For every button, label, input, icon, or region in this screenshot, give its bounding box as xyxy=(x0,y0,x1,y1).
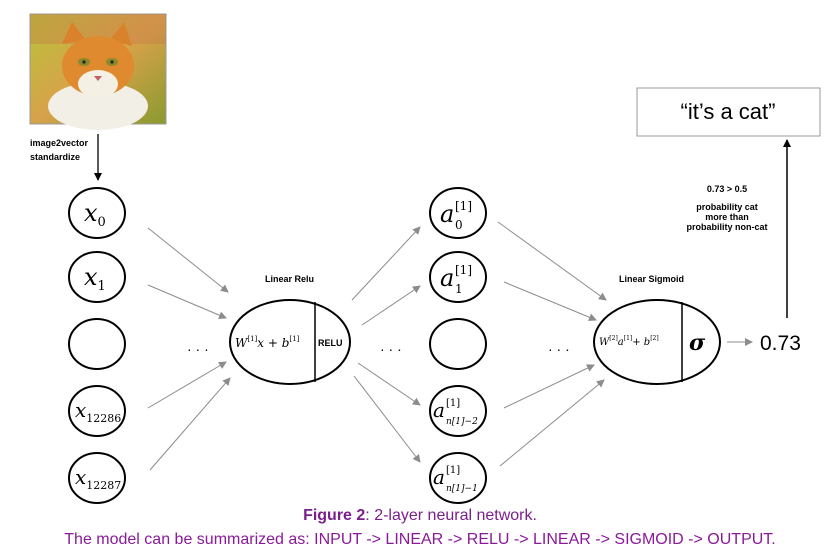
cat-photo xyxy=(29,13,167,130)
network-diagram: image2vector standardize x0 x1 x12286 x1… xyxy=(29,13,821,504)
svg-text:x12287: x12287 xyxy=(75,465,121,492)
standardize-label: standardize xyxy=(30,152,80,162)
svg-text:a: a xyxy=(440,200,454,228)
svg-text:1: 1 xyxy=(455,282,463,296)
svg-text:n[1]−2: n[1]−2 xyxy=(446,417,478,427)
output-value: 0.73 xyxy=(760,332,801,355)
hidden-node-0: a [1] 0 xyxy=(429,187,487,239)
layer1-node: W[1]x + b[1] RELU xyxy=(229,299,351,385)
hidden-node-1: a [1] 1 xyxy=(429,251,487,303)
input-node-12287: x12287 xyxy=(68,452,126,504)
svg-text:a: a xyxy=(433,398,445,422)
svg-text:[1]: [1] xyxy=(446,398,460,409)
figure-label: Figure 2 xyxy=(303,507,366,524)
dots-hidden-left: · · · xyxy=(380,341,402,357)
svg-text:x1: x1 xyxy=(84,263,106,294)
svg-text:0: 0 xyxy=(455,218,463,232)
svg-text:[1]: [1] xyxy=(455,263,472,277)
layer1-title: Linear Relu xyxy=(265,274,314,284)
figure-text: : 2-layer neural network. xyxy=(365,507,537,524)
image2vector-label: image2vector xyxy=(30,138,89,148)
dots-input: · · · xyxy=(187,341,209,357)
svg-text:x12286: x12286 xyxy=(75,398,121,425)
sigma-symbol: σ xyxy=(689,330,706,356)
hidden-node-empty xyxy=(429,318,487,370)
result-box: “it’s a cat” xyxy=(636,87,821,137)
layer2-node: W[2]a[1]+ b[2] σ xyxy=(593,299,721,385)
svg-text:0.73 > 0.5: 0.73 > 0.5 xyxy=(707,184,747,194)
svg-text:n[1]−1: n[1]−1 xyxy=(446,484,478,494)
layer1-formula: W[1]x + b[1] xyxy=(235,335,300,350)
svg-text:probability cat: probability cat xyxy=(696,202,758,212)
dots-hidden-right: · · · xyxy=(548,341,570,357)
svg-text:[1]: [1] xyxy=(455,199,472,213)
svg-text:probability non-cat: probability non-cat xyxy=(687,222,768,232)
svg-text:x0: x0 xyxy=(84,199,106,230)
hidden-node-n-2: a [1] n[1]−2 xyxy=(429,385,487,437)
hidden-node-n-1: a [1] n[1]−1 xyxy=(429,452,487,504)
hidden-arrows xyxy=(497,221,607,467)
svg-text:[1]: [1] xyxy=(446,465,460,476)
svg-text:a: a xyxy=(433,465,445,489)
input-arrows xyxy=(147,227,231,471)
figure-caption: Figure 2: 2-layer neural network. xyxy=(0,507,840,525)
input-node-12286: x12286 xyxy=(68,385,126,437)
summary-caption: The model can be summarized as: INPUT ->… xyxy=(64,531,776,548)
svg-text:more than: more than xyxy=(705,212,749,222)
svg-text:a: a xyxy=(440,264,454,292)
layer2-title: Linear Sigmoid xyxy=(619,274,684,284)
input-node-1: x1 xyxy=(68,251,126,303)
result-label: “it’s a cat” xyxy=(681,99,776,124)
layer1-activation: RELU xyxy=(318,338,343,348)
input-node-0: x0 xyxy=(68,187,126,239)
decision-text: 0.73 > 0.5 probability cat more than pro… xyxy=(687,184,768,232)
input-node-empty xyxy=(68,318,126,370)
layer1-arrows xyxy=(351,226,421,463)
layer2-formula: W[2]a[1]+ b[2] xyxy=(599,335,659,348)
